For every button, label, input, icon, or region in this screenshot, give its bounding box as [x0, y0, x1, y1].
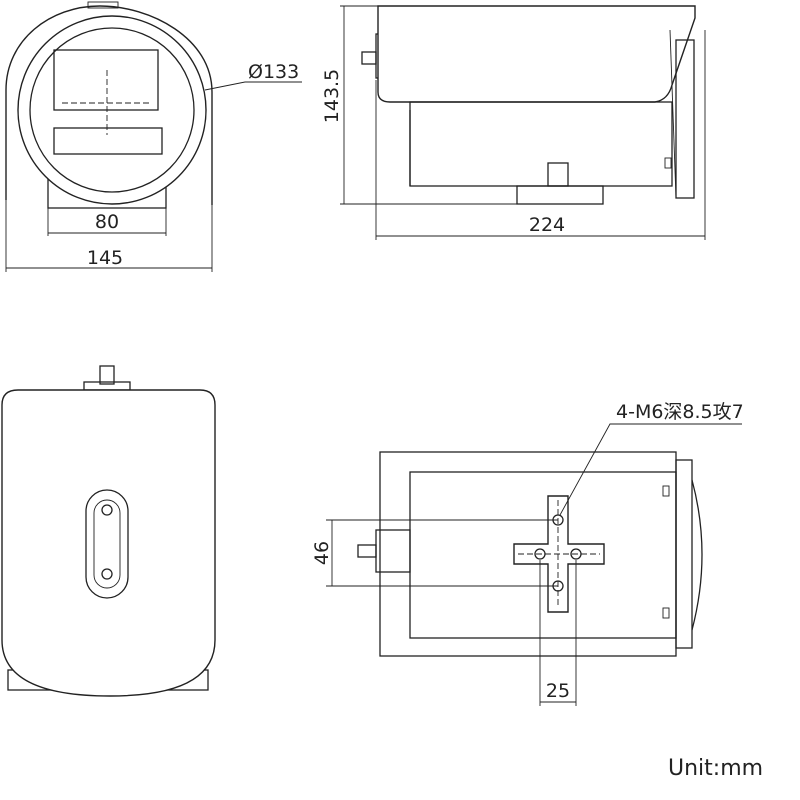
rear-slot-inner [93, 499, 121, 589]
side-bezel-edge [669, 29, 677, 199]
rear-screw-top [101, 504, 113, 516]
mount-hole-right [570, 548, 582, 560]
bottom-cable-stub [357, 544, 377, 558]
hole-spacing-vertical-label: 46 [311, 541, 333, 565]
mounting-callout-leader [559, 423, 742, 516]
overall-length-label: 224 [529, 214, 565, 236]
side-front-bezel [675, 39, 695, 199]
side-view: 143.5 224 [321, 5, 706, 240]
diameter-label: Ø133 [248, 61, 299, 83]
overall-width-label: 145 [87, 247, 123, 269]
rear-view [1, 365, 216, 697]
bottom-view: 4-M6深8.5攻7 46 25 [311, 401, 744, 706]
mounting-holes-callout: 4-M6深8.5攻7 [616, 401, 744, 423]
bottom-rear-block [375, 529, 411, 573]
bottom-screw-bottom [662, 607, 670, 619]
front-top-tab [87, 1, 119, 9]
rear-housing-outline [1, 389, 216, 697]
diameter-leader [204, 81, 302, 91]
rear-screw-bottom [101, 568, 113, 580]
front-lens-window [53, 49, 159, 111]
bottom-front-dome [691, 479, 703, 631]
side-cable-stub [361, 51, 377, 65]
bottom-screw-top [662, 485, 670, 497]
side-mount-post [547, 162, 569, 187]
units-label: Unit:mm [668, 756, 763, 781]
rear-top-flange [83, 381, 131, 391]
front-view: Ø133 80 145 [5, 1, 302, 272]
side-hood [377, 5, 696, 103]
front-height-label: 143.5 [321, 69, 343, 123]
rear-slot-outer [85, 489, 129, 599]
side-mount-foot [516, 185, 604, 205]
mount-width-label: 80 [95, 211, 119, 233]
hole-spacing-horizontal-label: 25 [546, 680, 570, 702]
mount-hole-left [534, 548, 546, 560]
front-lower-panel [53, 127, 163, 155]
rear-top-stub [99, 365, 115, 385]
side-screw [664, 157, 672, 169]
bottom-front-bezel [675, 459, 693, 649]
front-window-circle [29, 27, 195, 193]
side-body-tube [409, 101, 673, 187]
